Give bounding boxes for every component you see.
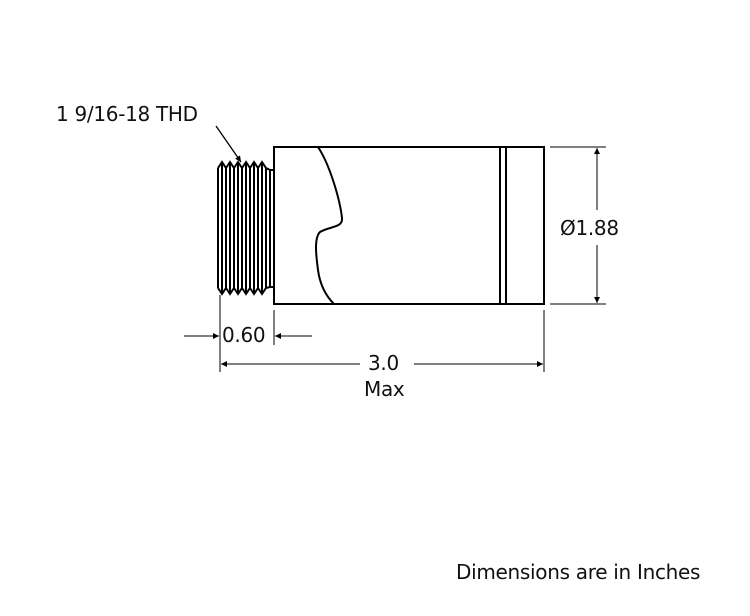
cylinder-body xyxy=(273,146,545,305)
thread-length-label: 0.60 xyxy=(222,323,266,347)
thread-callout-label: 1 9/16-18 THD xyxy=(56,102,198,126)
diameter-label: Ø1.88 xyxy=(560,216,619,240)
diameter-dimension xyxy=(550,146,606,305)
thread-leader-arrow xyxy=(215,125,242,163)
overall-length-dimension xyxy=(221,310,545,372)
overall-length-qualifier: Max xyxy=(364,377,405,401)
units-note: Dimensions are in Inches xyxy=(456,560,701,584)
thread-length-dimension xyxy=(184,295,312,372)
threaded-section xyxy=(217,160,274,296)
overall-length-label: 3.0 xyxy=(368,351,399,375)
